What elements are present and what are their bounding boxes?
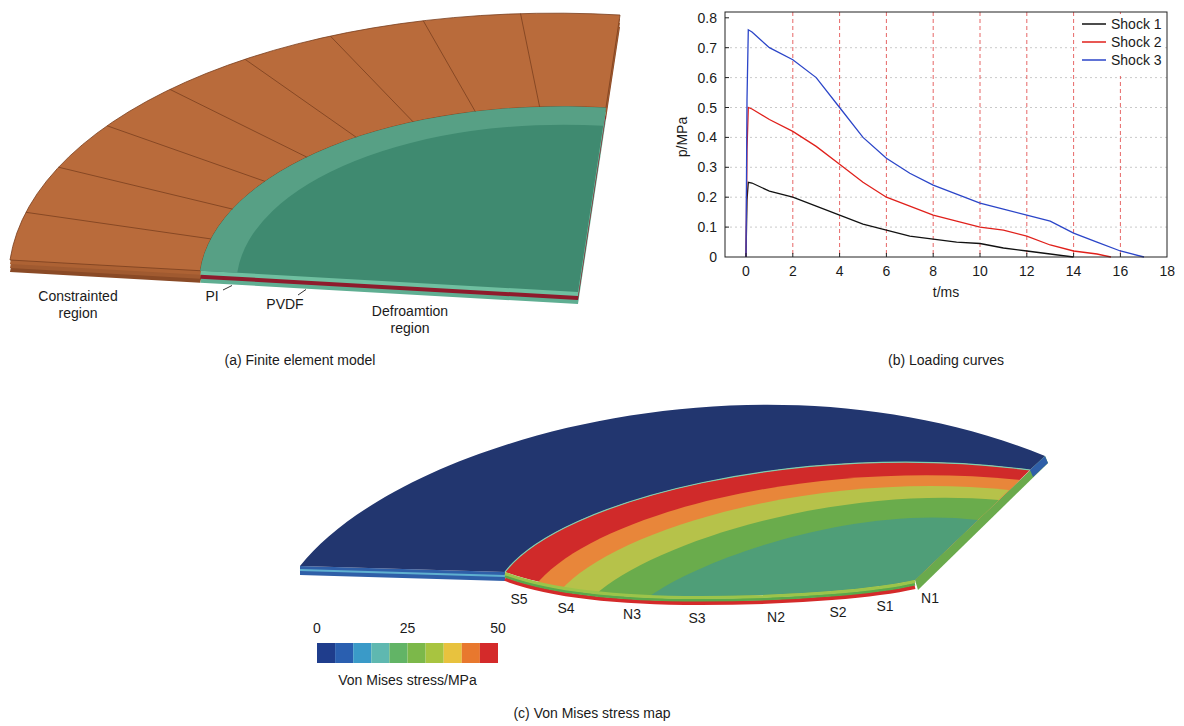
x-tick-label: 0 xyxy=(742,263,750,280)
y-tick-label: 0.8 xyxy=(698,9,717,26)
y-tick-label: 0.5 xyxy=(698,99,717,116)
colorbar xyxy=(317,643,498,663)
x-tick-label: 16 xyxy=(1113,263,1129,280)
legend-label: Shock 3 xyxy=(1111,52,1162,69)
legend-line-sample xyxy=(1082,59,1106,61)
colorbar-tick: 50 xyxy=(490,620,506,637)
legend-line-sample xyxy=(1082,23,1106,25)
y-tick-label: 0.6 xyxy=(698,69,717,86)
front-face-top xyxy=(505,574,915,598)
layer-label: PVDF xyxy=(266,296,303,313)
region-boundary xyxy=(505,462,1030,572)
shock-1-curve xyxy=(746,182,1074,257)
stress-band-red xyxy=(505,462,1030,596)
layer-label: PI xyxy=(205,288,218,305)
leader-line xyxy=(223,286,232,291)
x-tick-label: 14 xyxy=(1066,263,1082,280)
x-axis-title: t/ms xyxy=(933,284,959,301)
panel-caption: (b) Loading curves xyxy=(888,352,1004,369)
fe-model xyxy=(10,0,620,304)
legend-label: Shock 2 xyxy=(1111,34,1162,51)
colorbar-tick: 0 xyxy=(313,620,321,637)
constrained-region xyxy=(10,0,620,292)
panel-caption: (c) Von Mises stress map xyxy=(513,705,670,722)
region-label: Constrainted region xyxy=(28,288,128,322)
stress-band-green xyxy=(595,498,999,596)
node-label: N3 xyxy=(623,606,641,623)
x-tick-label: 12 xyxy=(1019,263,1035,280)
legend-label: Shock 1 xyxy=(1111,16,1162,33)
node-label: S2 xyxy=(829,604,846,621)
stress-band-orange xyxy=(535,475,1020,596)
node-label: N1 xyxy=(921,590,939,607)
stress-band-center xyxy=(650,517,978,596)
grid-vertical xyxy=(793,12,1121,257)
deformation-region xyxy=(200,87,606,292)
loading-chart xyxy=(725,12,1167,257)
node-label: S1 xyxy=(876,598,893,615)
y-tick-label: 0 xyxy=(709,249,717,266)
y-tick-label: 0.1 xyxy=(698,219,717,236)
y-axis-title: p/MPa xyxy=(674,117,691,157)
y-tick-label: 0.4 xyxy=(698,129,717,146)
plot-frame xyxy=(725,12,1167,257)
node-label: S4 xyxy=(557,600,574,617)
colorbar-tick: 25 xyxy=(400,620,416,637)
axis-ticks xyxy=(725,18,1120,257)
x-tick-label: 8 xyxy=(929,263,937,280)
legend-box xyxy=(1078,14,1164,76)
stress-map xyxy=(300,405,1048,663)
y-tick-label: 0.7 xyxy=(698,39,717,56)
colorbar-title: Von Mises stress/MPa xyxy=(338,672,477,689)
y-tick-label: 0.2 xyxy=(698,189,717,206)
x-tick-label: 2 xyxy=(789,263,797,280)
node-label: N2 xyxy=(767,609,785,626)
panel-caption: (a) Finite element model xyxy=(225,352,376,369)
x-tick-label: 6 xyxy=(882,263,890,280)
deformation-rim xyxy=(200,87,606,292)
legend-line-sample xyxy=(1082,41,1106,43)
x-tick-label: 4 xyxy=(836,263,844,280)
region-label: Defroamtion region xyxy=(360,303,460,337)
y-tick-label: 0.3 xyxy=(698,159,717,176)
mesh-lines xyxy=(23,0,553,256)
leader-line xyxy=(298,290,306,296)
node-label: S5 xyxy=(510,591,527,608)
x-tick-label: 10 xyxy=(972,263,988,280)
node-label: S3 xyxy=(688,610,705,627)
right-face-constrained xyxy=(1030,456,1048,477)
x-tick-label: 18 xyxy=(1159,263,1175,280)
